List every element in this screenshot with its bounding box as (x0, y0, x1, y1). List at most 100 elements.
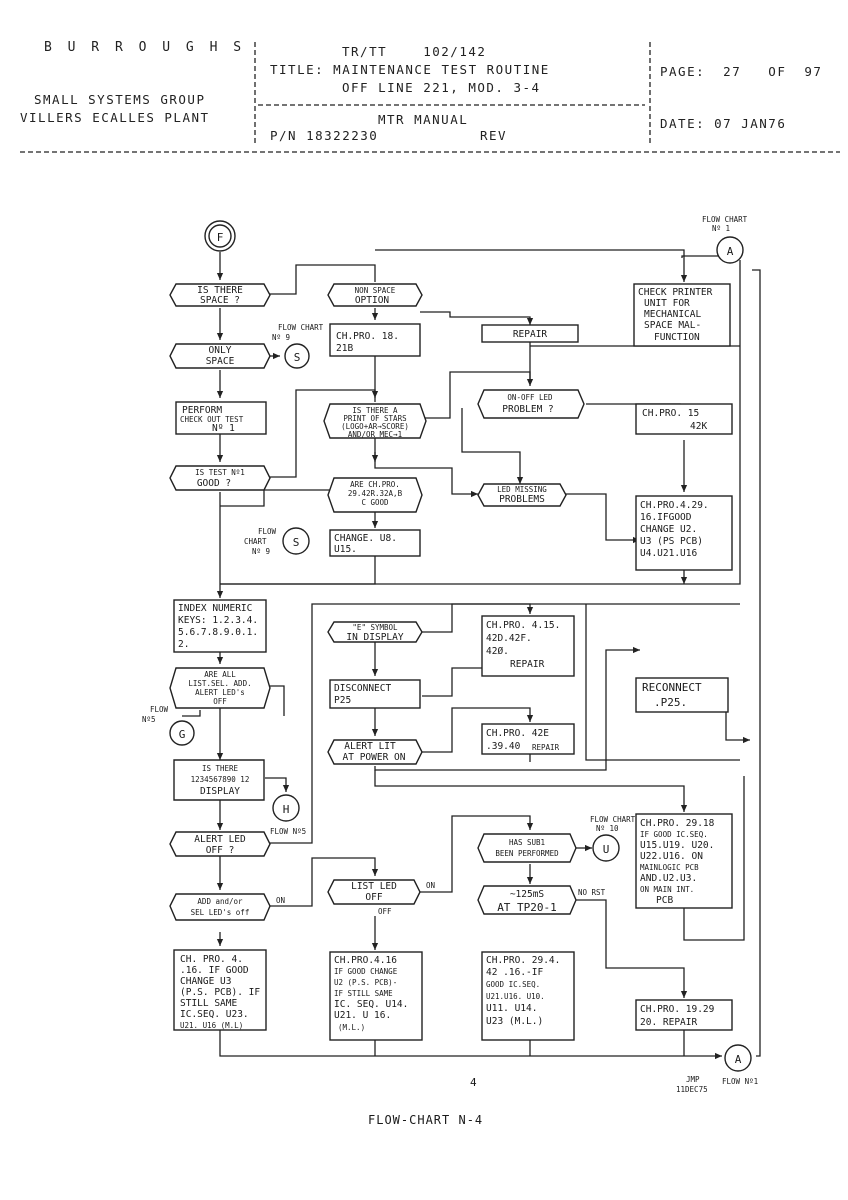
svg-text:P25: P25 (334, 695, 351, 706)
svg-text:CH.PRO. 42E: CH.PRO. 42E (486, 728, 549, 739)
svg-text:ON-OFF LED: ON-OFF LED (507, 393, 553, 402)
svg-text:F: F (217, 231, 224, 244)
svg-text:PRINT OF STARS: PRINT OF STARS (343, 414, 407, 423)
process-check-printer: CHECK PRINTER UNIT FOR MECHANICAL SPACE … (633, 283, 731, 347)
svg-text:21B: 21B (336, 343, 353, 354)
process-repair: REPAIR (481, 324, 579, 343)
svg-text:Nº 10: Nº 10 (596, 824, 619, 833)
svg-text:2.: 2. (178, 639, 189, 650)
svg-text:U15.: U15. (334, 544, 357, 555)
manual-name: MTR MANUAL (378, 112, 469, 127)
process-chpro-15: CH.PRO. 15 42K (635, 403, 733, 435)
svg-text:IS THERE: IS THERE (202, 764, 239, 773)
svg-text:LIST.SEL. ADD.: LIST.SEL. ADD. (188, 679, 251, 688)
svg-text:U11. U14.: U11. U14. (486, 1003, 537, 1014)
svg-text:PROBLEM ?: PROBLEM ? (502, 404, 553, 415)
revision-label: REV (480, 128, 508, 143)
svg-text:OFF ?: OFF ? (206, 845, 235, 856)
svg-text:Nº5: Nº5 (142, 715, 156, 724)
svg-text:REPAIR: REPAIR (510, 659, 545, 670)
decision-e-symbol: "E" SYMBOL IN DISPLAY (327, 621, 423, 643)
svg-text:.39.40: .39.40 (486, 741, 521, 752)
company-name: B U R R O U G H S (44, 40, 246, 55)
svg-text:CHECK PRINTER: CHECK PRINTER (638, 287, 713, 298)
decision-are-chpro-good: ARE CH.PRO. 29.42R.32A,B C GOOD (327, 477, 423, 513)
svg-text:U21. U16 (M.L): U21. U16 (M.L) (180, 1021, 243, 1030)
decision-alert-lit: ALERT LIT AT POWER ON (327, 739, 423, 765)
connector-A-top: A FLOW CHART Nº 1 (702, 215, 748, 264)
svg-text:DISPLAY: DISPLAY (200, 786, 240, 797)
svg-text:AT TP20-1: AT TP20-1 (497, 901, 557, 914)
svg-text:DISCONNECT: DISCONNECT (334, 683, 391, 694)
process-perform-checkout: PERFORM CHECK OUT TEST Nº 1 (175, 401, 267, 435)
process-disconnect-p25: DISCONNECT P25 (329, 679, 421, 709)
svg-text:ON: ON (426, 881, 435, 890)
connector-S-1: S FLOW CHART Nº 9 (272, 323, 324, 369)
svg-text:LED MISSING: LED MISSING (497, 485, 547, 494)
svg-text:OFF: OFF (213, 697, 227, 706)
initials-stamp: JMP (686, 1075, 700, 1084)
decision-print-of-stars: IS THERE A PRINT OF STARS (LOGO+AR→SCORE… (323, 403, 427, 439)
group-name: SMALL SYSTEMS GROUP (34, 92, 206, 107)
svg-text:REPAIR: REPAIR (532, 743, 560, 752)
svg-text:1234567890 12: 1234567890 12 (191, 775, 250, 784)
decision-only-space: ONLY SPACE (169, 343, 280, 369)
svg-text:IF GOOD IC.SEQ.: IF GOOD IC.SEQ. (640, 830, 708, 839)
svg-text:FLOW Nº5: FLOW Nº5 (270, 827, 306, 836)
svg-text:(LOGO+AR→SCORE): (LOGO+AR→SCORE) (341, 422, 409, 431)
svg-text:(P.S. PCB). IF: (P.S. PCB). IF (180, 987, 260, 998)
svg-text:IS TEST Nº1: IS TEST Nº1 (195, 468, 245, 477)
svg-text:CH.PRO. 19.29: CH.PRO. 19.29 (640, 1004, 715, 1015)
svg-text:42 .16.-IF: 42 .16.-IF (486, 967, 543, 978)
svg-text:MAINLOGIC PCB: MAINLOGIC PCB (640, 863, 699, 872)
plant-name: VILLERS ECALLES PLANT (20, 110, 210, 125)
svg-text:ON: ON (276, 896, 285, 905)
process-chpro-4-16-a: CH. PRO. 4. .16. IF GOOD CHANGE U3 (P.S.… (173, 949, 267, 1031)
svg-text:FUNCTION: FUNCTION (654, 332, 700, 343)
decision-add-sel-leds: ADD and/or SEL LED's off ON (169, 893, 285, 921)
svg-text:Nº 1: Nº 1 (712, 224, 730, 233)
svg-text:SPACE: SPACE (206, 356, 235, 367)
svg-text:Nº 1: Nº 1 (212, 423, 235, 434)
svg-text:CH.PRO. 29.4.: CH.PRO. 29.4. (486, 955, 560, 966)
svg-text:U15.U19. U20.: U15.U19. U20. (640, 840, 714, 851)
connector-H: H FLOW Nº5 (270, 794, 306, 836)
part-number: P/N 18322230 (270, 128, 379, 143)
svg-text:NO RST: NO RST (578, 888, 606, 897)
svg-text:INDEX NUMERIC: INDEX NUMERIC (178, 603, 252, 614)
svg-text:"E" SYMBOL: "E" SYMBOL (352, 623, 398, 632)
svg-text:OFF: OFF (378, 907, 392, 916)
svg-text:ADD and/or: ADD and/or (197, 897, 243, 906)
svg-text:Nº 9: Nº 9 (272, 333, 290, 342)
svg-text:U: U (603, 843, 610, 856)
svg-text:CH.PRO. 18.: CH.PRO. 18. (336, 331, 399, 342)
svg-text:GOOD IC.SEQ.: GOOD IC.SEQ. (486, 980, 540, 989)
svg-text:~125mS: ~125mS (510, 889, 545, 900)
svg-text:U4.U21.U16: U4.U21.U16 (640, 548, 697, 559)
svg-text:REPAIR: REPAIR (513, 329, 548, 340)
svg-text:PERFORM: PERFORM (182, 405, 222, 416)
svg-text:CH. PRO. 4.: CH. PRO. 4. (180, 954, 243, 965)
svg-text:FLOW CHART: FLOW CHART (278, 323, 324, 332)
date-label: DATE: 07 JAN76 (660, 116, 787, 131)
svg-text:CHART: CHART (244, 537, 267, 546)
svg-text:29.42R.32A,B: 29.42R.32A,B (348, 489, 403, 498)
svg-text:C GOOD: C GOOD (361, 498, 389, 507)
svg-text:HAS SUB1: HAS SUB1 (509, 838, 545, 847)
svg-text:(M.L.): (M.L.) (338, 1023, 365, 1032)
svg-text:U23 (M.L.): U23 (M.L.) (486, 1016, 543, 1027)
initials-date: 11DEC75 (676, 1085, 708, 1094)
svg-text:LIST LED: LIST LED (351, 881, 397, 892)
svg-text:BEEN PERFORMED: BEEN PERFORMED (495, 849, 559, 858)
connector-F: F (204, 220, 236, 252)
svg-text:ARE ALL: ARE ALL (204, 670, 236, 679)
svg-text:CH.PRO. 29.18: CH.PRO. 29.18 (640, 818, 715, 829)
svg-text:S: S (293, 536, 300, 549)
decision-is-display: IS THERE 1234567890 12 DISPLAY (173, 759, 265, 801)
decision-alert-led-off: ALERT LED OFF ? (169, 831, 271, 857)
svg-text:SPACE ?: SPACE ? (200, 295, 240, 306)
svg-text:U21. U 16.: U21. U 16. (334, 1010, 391, 1021)
svg-text:20. REPAIR: 20. REPAIR (640, 1017, 697, 1028)
